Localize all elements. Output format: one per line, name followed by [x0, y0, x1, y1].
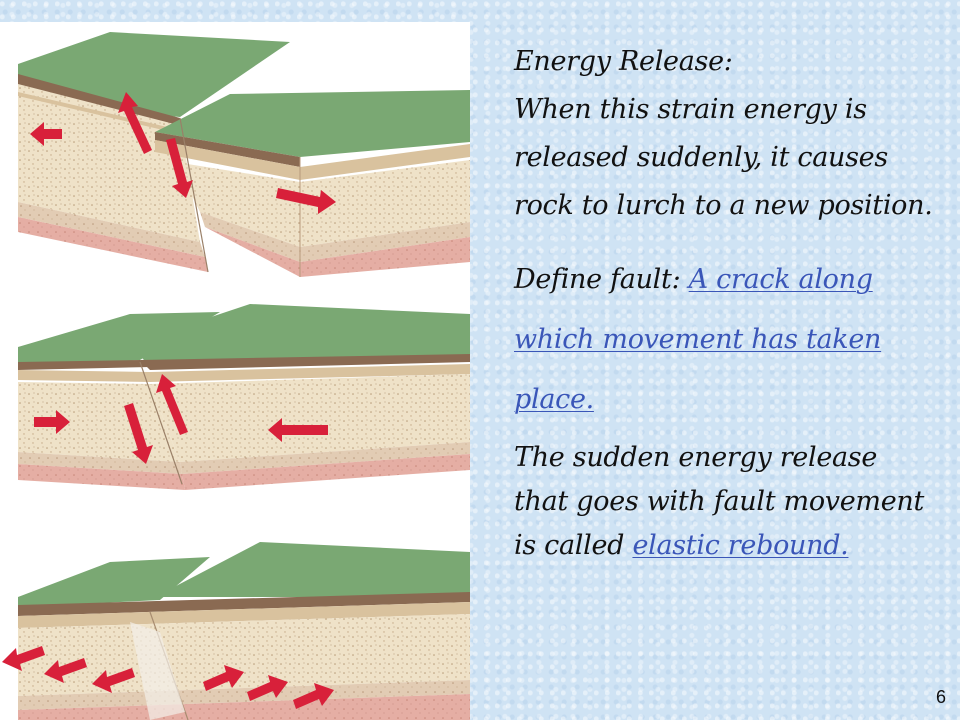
- elastic-rebound-link[interactable]: elastic rebound.: [632, 530, 849, 561]
- paragraph-strain-energy: When this strain energy is released sudd…: [514, 94, 933, 221]
- define-fault-label: Define fault:: [514, 264, 681, 295]
- arrows-strain: [34, 374, 328, 464]
- illustration-panel: [0, 22, 470, 720]
- fault-block-illustration: [2, 32, 470, 720]
- energy-release-paragraph: Energy Release: When this strain energy …: [514, 38, 934, 230]
- diagram-offset: [18, 32, 470, 277]
- heading: Energy Release:: [514, 46, 733, 77]
- slide-text: Energy Release: When this strain energy …: [514, 38, 934, 568]
- slide-number: 6: [935, 687, 946, 707]
- right-block-surface: [155, 90, 470, 157]
- diagram-strain: [18, 304, 470, 490]
- left-block-side: [18, 82, 200, 242]
- define-fault-paragraph: Define fault: A crack along which moveme…: [514, 250, 934, 430]
- elastic-rebound-paragraph: The sudden energy release that goes with…: [514, 436, 934, 568]
- fault-definition-link[interactable]: A crack along which movement has taken p…: [514, 264, 882, 415]
- diagram-original: [2, 542, 470, 720]
- arrows-offset: [30, 92, 336, 214]
- elastic-rebound-text: The sudden energy release that goes with…: [514, 442, 925, 561]
- arrows-original: [2, 646, 334, 709]
